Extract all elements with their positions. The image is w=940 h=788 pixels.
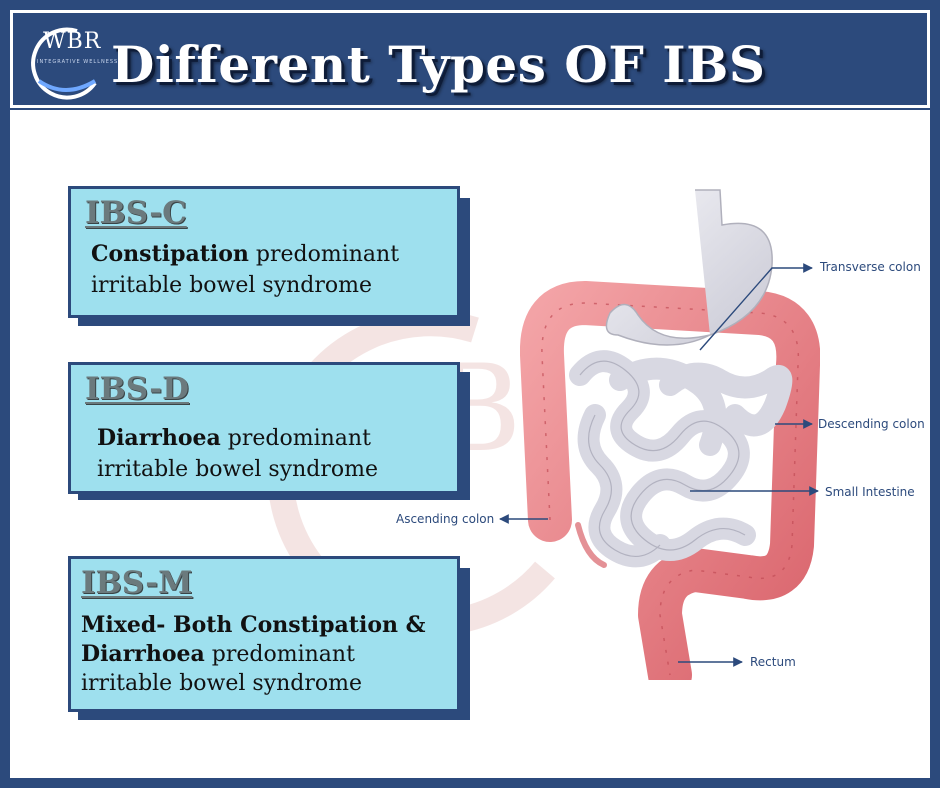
- label-rectum: Rectum: [750, 655, 796, 669]
- card-keyword: Diarrhoea: [97, 425, 221, 451]
- card-keyword: Mixed- Both Constipation & Diarrhoea: [81, 612, 426, 667]
- ibs-d-card: IBS-D Diarrhoea predominant irritable bo…: [68, 362, 460, 494]
- wbr-logo-icon: [31, 27, 97, 100]
- stomach-shape: [605, 189, 773, 346]
- logo-text: WBR: [43, 29, 102, 54]
- card-description: Constipation predominant irritable bowel…: [91, 239, 451, 301]
- header-banner: WBR INTEGRATIVE WELLNESS Different Types…: [8, 8, 932, 110]
- card-title: IBS-C: [85, 195, 187, 231]
- logo-subtext: INTEGRATIVE WELLNESS: [37, 59, 119, 65]
- ibs-m-card: IBS-M Mixed- Both Constipation & Diarrho…: [68, 556, 460, 712]
- card-keyword: Constipation: [91, 241, 249, 267]
- card-detail: predominant irritable bowel syndrome: [81, 642, 363, 696]
- card-title: IBS-D: [85, 371, 189, 407]
- label-small-intestine: Small Intestine: [825, 485, 915, 499]
- ibs-c-card: IBS-C Constipation predominant irritable…: [68, 186, 460, 318]
- card-description: Diarrhoea predominant irritable bowel sy…: [97, 423, 457, 485]
- label-transverse-colon: Transverse colon: [820, 260, 921, 274]
- card-detail: predominant irritable bowel syndrome: [91, 242, 400, 298]
- label-descending-colon: Descending colon: [818, 417, 925, 431]
- card-title: IBS-M: [81, 565, 193, 601]
- label-ascending-colon: Ascending colon: [396, 512, 495, 526]
- page-title: Different Types OF IBS: [111, 35, 766, 94]
- card-detail: predominant irritable bowel syndrome: [97, 426, 379, 482]
- digestive-system-diagram: [520, 189, 820, 680]
- card-description: Mixed- Both Constipation & Diarrhoea pre…: [81, 611, 453, 698]
